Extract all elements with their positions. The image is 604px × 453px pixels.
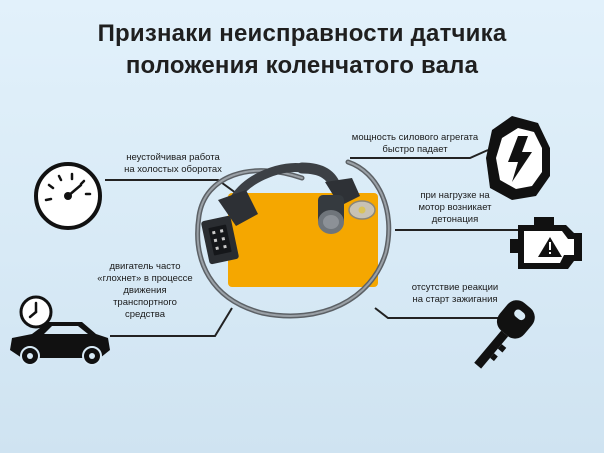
ignition-key-icon bbox=[474, 300, 535, 369]
connector-power bbox=[350, 149, 489, 159]
connector-lines bbox=[105, 149, 520, 337]
label-detonation-line-2: мотор возникает bbox=[418, 202, 492, 213]
label-detonation-line-1: при нагрузке на bbox=[420, 190, 490, 201]
label-power: мощность силового агрегата быстро падает bbox=[340, 132, 490, 156]
label-idle: неустойчивая работа на холостых оборотах bbox=[103, 152, 243, 176]
label-stall-line-3: движения bbox=[123, 285, 167, 296]
connector-stall bbox=[110, 307, 233, 337]
label-ignition: отсутствие реакции на старт зажигания bbox=[395, 282, 515, 306]
label-stall-line-2: «глохнет» в процессе bbox=[97, 273, 193, 284]
label-stall-line-5: средства bbox=[125, 309, 165, 320]
car-clock-icon bbox=[10, 295, 110, 366]
label-stall-line-4: транспортного bbox=[113, 297, 177, 308]
label-stall-line-1: двигатель часто bbox=[109, 261, 181, 272]
tachometer-icon bbox=[34, 162, 102, 230]
connector-idle bbox=[105, 179, 241, 197]
label-idle-line-2: на холостых оборотах bbox=[124, 164, 222, 175]
label-detonation: при нагрузке на мотор возникает детонаци… bbox=[400, 190, 510, 226]
label-stall: двигатель часто «глохнет» в процессе дви… bbox=[80, 261, 210, 321]
page-title: Признаки неисправности датчика положения… bbox=[0, 18, 604, 82]
label-idle-line-1: неустойчивая работа bbox=[126, 152, 220, 163]
label-ignition-line-1: отсутствие реакции bbox=[411, 282, 499, 293]
label-ignition-line-2: на старт зажигания bbox=[412, 294, 498, 305]
label-power-line-1: мощность силового агрегата bbox=[351, 132, 479, 143]
battery-lightning-icon bbox=[486, 116, 550, 200]
sensor-plug bbox=[201, 190, 258, 265]
title-line-2: положения коленчатого вала bbox=[125, 52, 479, 79]
sensor-head bbox=[318, 178, 376, 234]
connector-ignition bbox=[374, 307, 500, 319]
label-detonation-line-3: детонация bbox=[431, 214, 479, 225]
label-power-line-2: быстро падает bbox=[382, 144, 448, 155]
engine-warning-icon bbox=[510, 217, 582, 269]
title-line-1: Признаки неисправности датчика bbox=[97, 20, 507, 47]
